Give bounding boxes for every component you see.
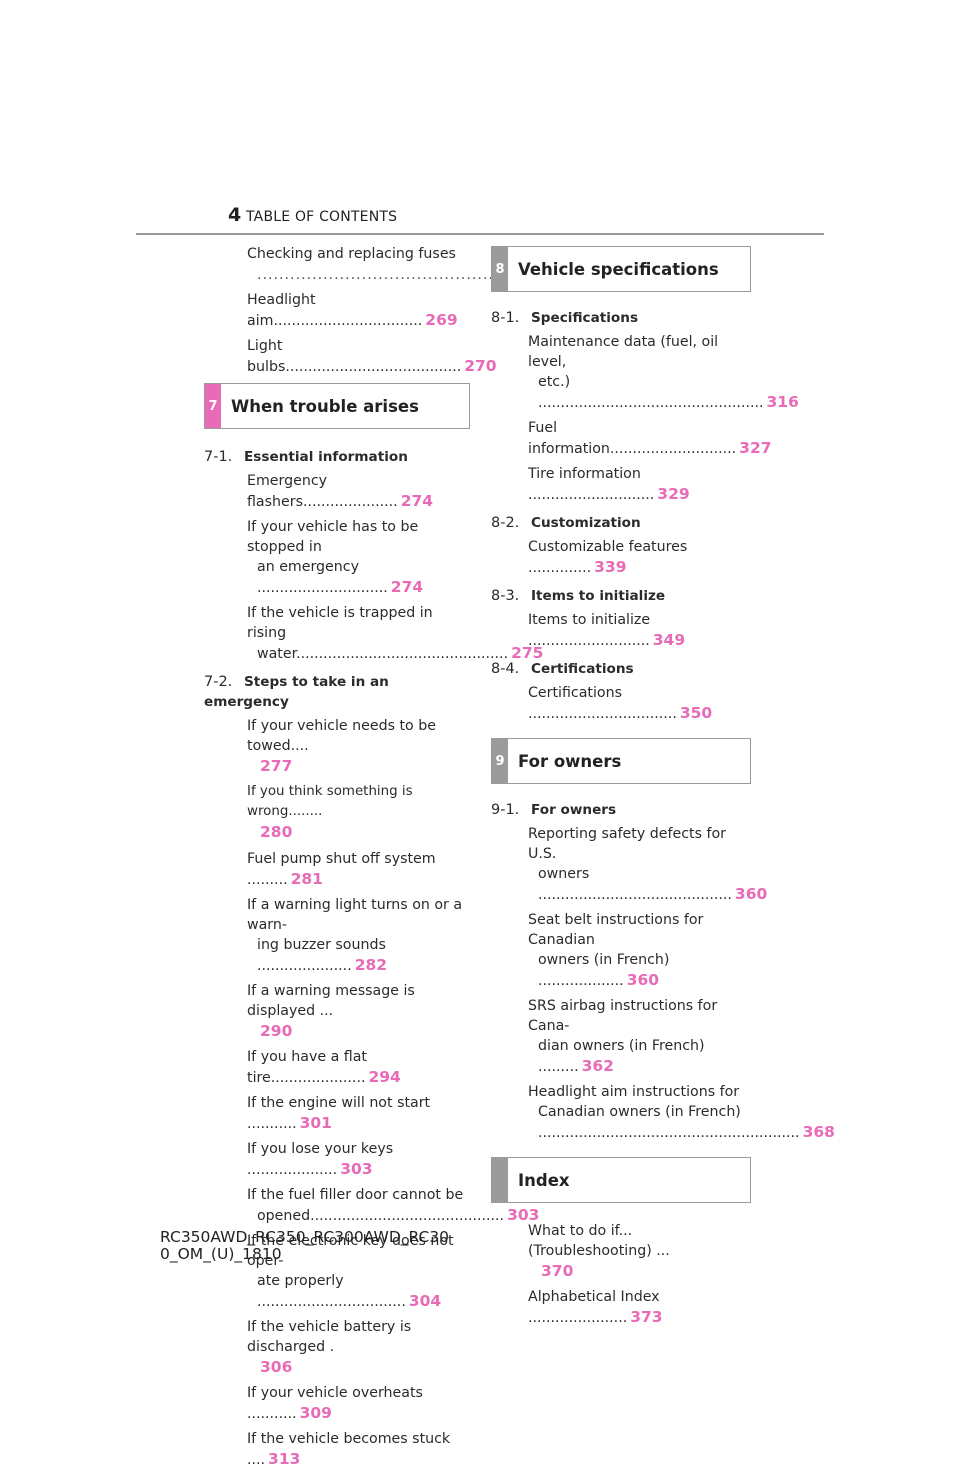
page-link: 301 <box>299 1114 332 1132</box>
section-8-3[interactable]: 8-3.Items to initialize <box>491 588 666 604</box>
page-link: 316 <box>766 393 799 411</box>
section-8-4[interactable]: 8-4.Certifications <box>491 661 634 677</box>
toc-entry[interactable]: If your vehicle overheats ...........309 <box>247 1385 423 1422</box>
chapter-tab: 8 <box>492 247 508 291</box>
footer-line: RC350AWD_RC350_RC300AWD_RC30 <box>160 1228 450 1246</box>
header-rule <box>136 233 824 235</box>
section-9-1[interactable]: 9-1.For owners <box>491 802 617 818</box>
chapter-9-box[interactable]: 9 For owners <box>491 738 751 784</box>
section-8-2[interactable]: 8-2.Customization <box>491 515 641 531</box>
toc-entry[interactable]: What to do if... (Troubleshooting) ... 3… <box>528 1223 670 1280</box>
toc-entry[interactable]: If the vehicle becomes stuck ....313 <box>247 1431 451 1468</box>
toc-entry[interactable]: Seat belt instructions for Canadian owne… <box>528 912 704 989</box>
toc-entry[interactable]: Certifications .........................… <box>528 685 713 722</box>
page-link: 309 <box>299 1404 332 1422</box>
right-column: 8 Vehicle specifications 8-1.Specificati… <box>491 246 835 1333</box>
page-link: 294 <box>368 1068 401 1086</box>
chapter-title: When trouble arises <box>231 396 419 416</box>
page-link: 370 <box>541 1262 574 1280</box>
page-link: 281 <box>290 870 323 888</box>
toc-entry[interactable]: SRS airbag instructions for Cana- dian o… <box>528 998 718 1075</box>
toc-entry[interactable]: Checking and replacing fuses ...........… <box>204 244 612 285</box>
section-8-1[interactable]: 8-1.Specifications <box>491 310 639 326</box>
section-7-1[interactable]: 7-1.Essential information <box>204 449 408 465</box>
toc-entry[interactable]: Light bulbs.............................… <box>247 338 497 375</box>
section-7-2[interactable]: 7-2.Steps to take in an emergency <box>204 674 389 710</box>
chapter-7-box[interactable]: 7 When trouble arises <box>204 383 470 429</box>
toc-entry[interactable]: Emergency flashers.....................2… <box>247 473 434 510</box>
page-link: 368 <box>802 1123 835 1141</box>
toc-entry[interactable]: If the vehicle battery is discharged . 3… <box>247 1319 412 1376</box>
page-link: 275 <box>511 644 544 662</box>
page-link: 327 <box>739 439 772 457</box>
page-link: 373 <box>630 1308 663 1326</box>
chapter-tab: 7 <box>205 384 221 428</box>
page-link: 350 <box>679 704 713 722</box>
toc-entry[interactable]: Headlight aim...........................… <box>247 292 458 329</box>
chapter-title: Index <box>518 1170 570 1190</box>
toc-entry[interactable]: Maintenance data (fuel, oil level, etc.)… <box>528 334 799 411</box>
document-footer: RC350AWD_RC350_RC300AWD_RC30 0_OM_(U)_18… <box>160 1229 449 1263</box>
toc-entry[interactable]: If a warning message is displayed ... 29… <box>247 983 415 1040</box>
page-link: 274 <box>400 492 434 510</box>
toc-entry[interactable]: If the electronic key does not oper- ate… <box>247 1233 454 1310</box>
page-link: 339 <box>594 558 627 576</box>
page-link: 304 <box>408 1292 442 1310</box>
page-link: 269 <box>425 311 458 329</box>
page-link: 362 <box>581 1057 614 1075</box>
toc-entry[interactable]: If a warning light turns on or a warn- i… <box>247 897 463 974</box>
page-link: 306 <box>260 1358 293 1376</box>
chapter-title: Vehicle specifications <box>518 259 719 279</box>
toc-entry[interactable]: If your vehicle needs to be towed.... 27… <box>247 718 436 775</box>
toc-entry[interactable]: Fuel pump shut off system .........281 <box>247 851 436 888</box>
page-link: 277 <box>260 757 293 775</box>
page-link: 282 <box>354 956 388 974</box>
page-link: 280 <box>260 823 293 841</box>
toc-entry[interactable]: Alphabetical Index .....................… <box>528 1289 663 1326</box>
toc-entry[interactable]: Tire information .......................… <box>528 466 690 503</box>
toc-entry[interactable]: If you have a flat tire.................… <box>247 1049 401 1086</box>
page-header-title: TABLE OF CONTENTS <box>246 209 398 225</box>
page-link: 274 <box>390 578 424 596</box>
chapter-title: For owners <box>518 751 622 771</box>
page-link: 360 <box>626 971 660 989</box>
toc-entry[interactable]: Items to initialize ....................… <box>528 612 686 649</box>
page-link: 270 <box>464 357 497 375</box>
footer-line: 0_OM_(U)_1810 <box>160 1245 282 1263</box>
toc-entry[interactable]: If you think something is wrong........ … <box>247 784 413 841</box>
toc-entry[interactable]: Headlight aim instructions for Canadian … <box>528 1084 835 1141</box>
toc-entry[interactable]: If the fuel filler door cannot be opened… <box>247 1187 540 1224</box>
toc-entry[interactable]: Reporting safety defects for U.S. owners… <box>528 826 768 903</box>
chapter-tab: 9 <box>492 739 508 783</box>
toc-entry[interactable]: If your vehicle has to be stopped in an … <box>247 519 424 596</box>
toc-entry[interactable]: If the engine will not start ...........… <box>247 1095 431 1132</box>
page-link: 360 <box>734 885 768 903</box>
page-link: 303 <box>507 1206 540 1224</box>
toc-entry[interactable]: Customizable features ..............339 <box>528 539 688 576</box>
toc-entry[interactable]: Fuel information........................… <box>528 420 772 457</box>
page-link: 329 <box>657 485 690 503</box>
toc-entry[interactable]: If the vehicle is trapped in rising wate… <box>247 605 544 662</box>
toc-entry[interactable]: If you lose your keys ..................… <box>247 1141 394 1178</box>
index-box[interactable]: Index <box>491 1157 751 1203</box>
left-column: Checking and replacing fuses ...........… <box>204 244 612 1475</box>
page-link: 303 <box>340 1160 373 1178</box>
page-link: 313 <box>268 1450 301 1468</box>
page-link: 290 <box>260 1022 293 1040</box>
chapter-8-box[interactable]: 8 Vehicle specifications <box>491 246 751 292</box>
page-number: 4 <box>228 204 242 226</box>
chapter-tab <box>492 1158 508 1202</box>
page-link: 349 <box>652 631 686 649</box>
